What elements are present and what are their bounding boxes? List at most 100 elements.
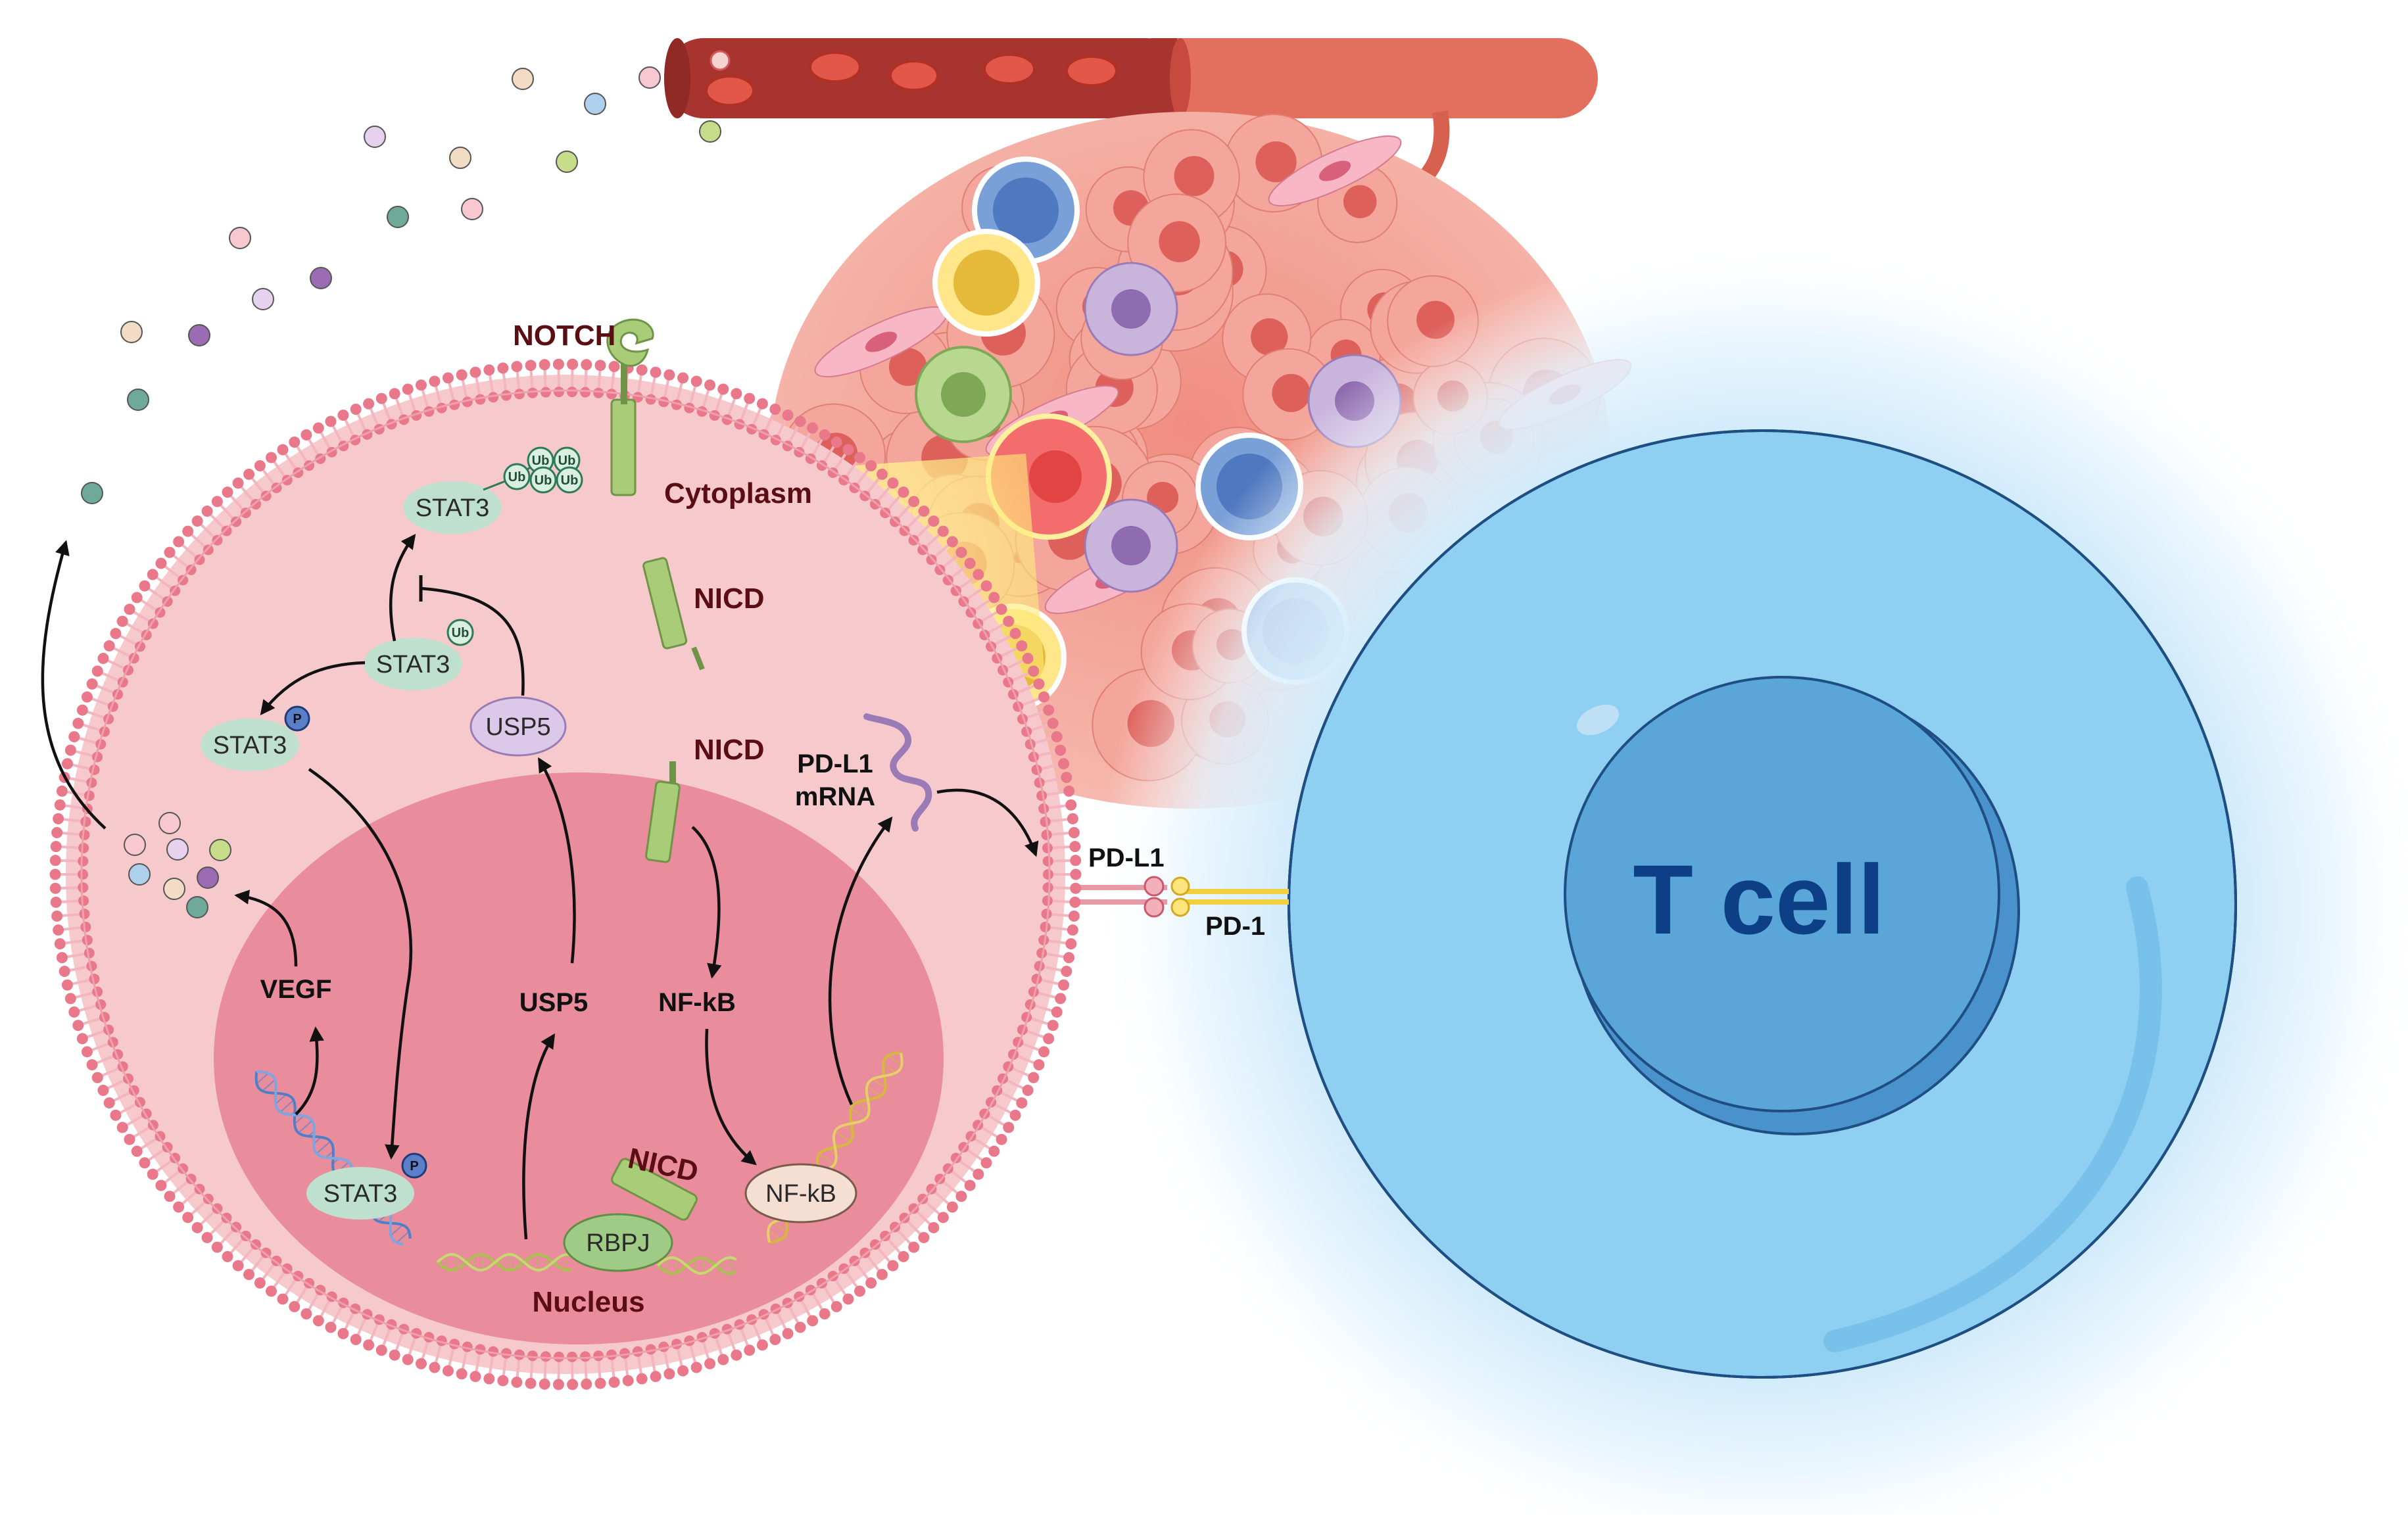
phospholipid-tail <box>59 847 81 848</box>
phospholipid-head <box>541 1351 551 1362</box>
phospholipid-head <box>1010 628 1021 639</box>
phospholipid-tail <box>60 833 82 835</box>
phospholipid-head <box>783 1328 794 1339</box>
secreted-factor <box>639 67 660 88</box>
phospholipid-head <box>887 477 898 488</box>
phospholipid-head <box>539 359 550 370</box>
phospholipid-tail <box>531 1358 532 1381</box>
phospholipid-head <box>1063 952 1074 963</box>
phospholipid-head <box>78 869 88 880</box>
phospholipid-head <box>1065 799 1076 811</box>
stat3-ub-mid-label: STAT3 <box>376 651 450 678</box>
phospholipid-head <box>1069 897 1080 908</box>
stat3-phosphorylated-nucleus: STAT3 <box>306 1167 414 1220</box>
phospholipid-head <box>973 569 984 580</box>
phospholipid-head <box>55 799 66 811</box>
phospholipid-head <box>117 1122 128 1133</box>
phospholipid-head <box>819 429 831 440</box>
phospholipid-head <box>55 938 66 949</box>
phospholipid-tail <box>1050 901 1072 902</box>
phospholipid-head <box>581 359 592 370</box>
phospholipid-head <box>717 383 729 394</box>
phospholipid-tail <box>585 368 586 390</box>
highlighted-cell-nucleus <box>1029 450 1082 503</box>
phospholipid-head <box>51 827 62 838</box>
secreted-factor <box>164 878 185 899</box>
phospholipid-head <box>147 1169 158 1180</box>
phospholipid-head <box>139 1157 150 1168</box>
phospholipid-head <box>173 536 184 548</box>
phospholipid-head <box>1033 678 1044 690</box>
phospholipid-head <box>650 1371 662 1382</box>
phospholipid-head <box>567 1379 578 1390</box>
phospholipid-head <box>938 1212 949 1223</box>
phosphate-tag: P <box>285 707 309 730</box>
phospholipid-head <box>53 924 64 936</box>
phospholipid-head <box>567 387 577 397</box>
phospholipid-head <box>65 745 76 756</box>
phospholipid-head <box>1038 1046 1049 1057</box>
phospholipid-head <box>57 786 68 797</box>
secreted-factor <box>310 268 331 289</box>
nfkb-protein-label: NF-kB <box>765 1180 836 1208</box>
phospholipid-tail <box>585 1359 586 1381</box>
phospholipid-head <box>691 375 702 387</box>
phospholipid-head <box>483 1373 494 1385</box>
phospholipid-head <box>389 388 400 399</box>
phospholipid-head <box>1058 980 1069 991</box>
nfkb-gene-label: NF-kB <box>658 988 736 1017</box>
phospholipid-head <box>266 1285 277 1296</box>
phospholipid-head <box>212 535 222 546</box>
phospholipid-head <box>350 404 362 415</box>
nfkb-protein: NF-kB <box>746 1164 856 1222</box>
phospholipid-head <box>965 557 976 569</box>
phospholipid-tail <box>1049 914 1072 916</box>
phospholipid-head <box>104 640 115 652</box>
phospholipid-head <box>677 372 688 383</box>
secreted-factor <box>82 483 103 504</box>
phospholipid-head <box>938 526 949 537</box>
phospholipid-head <box>1043 856 1053 866</box>
phospholipid-head <box>443 372 454 383</box>
phospholipid-head <box>854 452 865 463</box>
phospholipid-head <box>567 1352 577 1362</box>
dendritic-cell-nucleus <box>941 372 986 417</box>
secreted-factor <box>229 227 251 249</box>
phospholipid-head <box>996 604 1007 615</box>
phospholipid-head <box>1016 640 1027 652</box>
phospholipid-head <box>1069 841 1080 852</box>
ubiquitin-label: Ub <box>532 454 550 468</box>
phospholipid-head <box>1023 653 1034 664</box>
phospholipid-head <box>637 364 648 375</box>
phospholipid-head <box>325 1321 336 1333</box>
ubiquitin-tag: Ub <box>504 464 529 489</box>
phospholipid-head <box>704 1358 715 1369</box>
phospholipid-head <box>124 604 135 615</box>
phospholipid-head <box>981 581 992 592</box>
phospholipid-head <box>325 416 336 427</box>
phospholipid-tail <box>598 1358 600 1381</box>
phospholipid-head <box>132 1146 143 1157</box>
phospholipid-tail <box>531 368 532 391</box>
phospholipid-head <box>277 1293 288 1304</box>
phospholipid-head <box>917 1194 928 1204</box>
secreted-factor <box>189 325 210 346</box>
phospholipid-head <box>988 1146 999 1157</box>
secreted-factor <box>450 147 471 168</box>
tumor-cell-nucleus <box>1159 221 1199 262</box>
phospholipid-head <box>899 525 909 536</box>
phospholipid-head <box>470 367 481 378</box>
phospholipid-head <box>567 359 578 370</box>
secreted-factor <box>253 289 274 310</box>
phospholipid-head <box>497 362 508 373</box>
pdl1-mrna-label-line1: PD-L1 <box>797 749 873 778</box>
phospholipid-head <box>203 544 214 555</box>
pdl1-mrna-label-line2: mRNA <box>795 782 875 811</box>
phospholipid-head <box>182 1212 193 1223</box>
phospholipid-head <box>289 1301 300 1312</box>
phospholipid-tail <box>1049 833 1072 835</box>
phospholipid-head <box>1043 1033 1054 1044</box>
phospholipid-head <box>72 1020 84 1031</box>
ubiquitin-tag: Ub <box>557 467 582 492</box>
phospholipid-head <box>1061 966 1072 977</box>
